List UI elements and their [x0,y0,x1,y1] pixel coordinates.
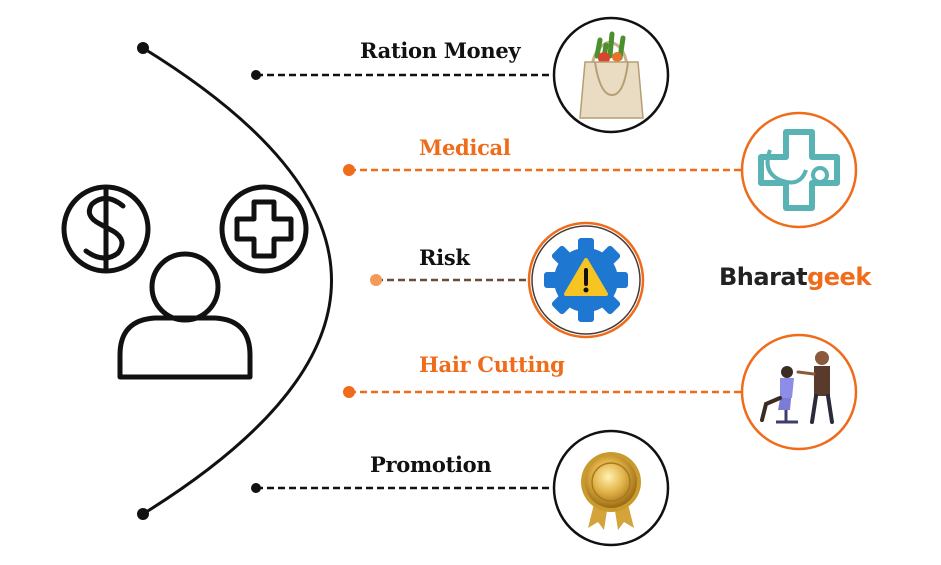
warning-gear-icon [527,221,645,339]
node-hair-cutting [343,386,355,398]
label-promotion: Promotion [370,452,492,477]
medal-icon [552,429,670,547]
person-icon [117,251,253,380]
label-ration-money: Ration Money [360,38,521,63]
brand-logo: Bharatgeek [719,263,871,291]
label-risk: Risk [419,245,470,270]
arc-end-bottom [137,508,149,520]
node-risk [370,274,382,286]
label-hair-cutting: Hair Cutting [419,352,565,377]
dollar-coin-icon [61,184,151,274]
main-arc [142,46,333,516]
medical-cross-stethoscope-icon [740,111,858,229]
arc-end-top [137,42,149,54]
plus-circle-icon [219,184,309,274]
node-ration-money [251,70,261,80]
node-promotion [251,483,261,493]
label-medical: Medical [419,135,511,160]
brand-part1: Bharat [719,263,808,291]
barber-icon [740,333,858,451]
grocery-bag-icon [552,16,670,134]
brand-part2: geek [807,263,871,291]
node-medical [343,164,355,176]
